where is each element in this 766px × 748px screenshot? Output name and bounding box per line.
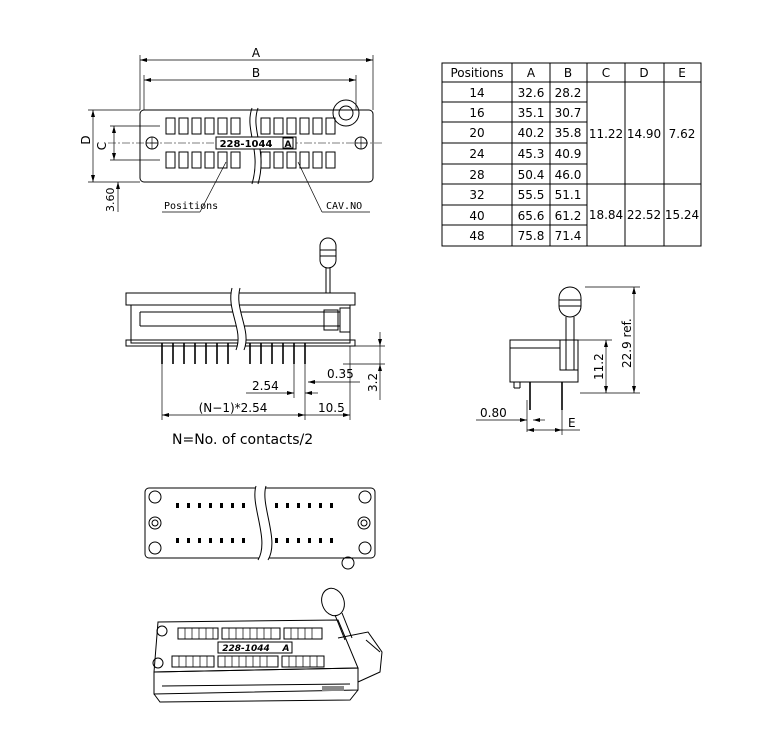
iso-part-marking: 228-1044 [222,644,270,654]
cell-b: 28.2 [555,86,582,100]
cell-e-group2: 15.24 [665,208,699,222]
dim-32-label: 3.2 [366,373,380,392]
note-contacts: N=No. of contacts/2 [172,432,313,448]
th-d: D [639,66,648,80]
dim-035-label: 0.35 [327,367,354,381]
dim-a-label: A [252,46,261,60]
cell-c-group2: 18.84 [589,208,623,222]
th-e: E [678,66,686,80]
bottom-pin-holes [176,503,333,543]
label-cavno: CAV.NO [326,201,362,212]
dim-d-label: D [79,135,93,144]
cell-pos: 14 [469,86,484,100]
cell-d-group2: 22.52 [627,208,661,222]
cell-a: 32.6 [518,86,545,100]
dim-112-label: 11.2 [592,353,606,380]
cell-a: 35.1 [518,106,545,120]
cell-pos: 28 [469,168,484,182]
th-c: C [602,66,610,80]
cell-b: 30.7 [555,106,582,120]
front-view: 3.2 0.35 2.54 (N−1)*2.54 10.5 N=No. of c… [125,237,385,448]
side-view: 22.9 ref. 11.2 0.80 E [476,286,640,435]
cell-a: 75.8 [518,229,545,243]
dim-254-label: 2.54 [252,379,279,393]
dim-b-label: B [252,66,260,80]
contact-row-upper [165,117,336,135]
bottom-view [144,485,376,570]
cell-b: 51.1 [555,188,582,202]
iso-view: 228-1044 A [152,587,383,703]
cell-a: 40.2 [518,126,545,140]
top-part-marking: 228-1044 [220,139,273,150]
cell-a: 45.3 [518,147,545,161]
dim-105-label: 10.5 [318,401,345,415]
dim-080-label: 0.80 [480,406,507,420]
cell-a: 50.4 [518,168,545,182]
cell-a: 55.5 [518,188,545,202]
th-b: B [564,66,572,80]
cell-b: 40.9 [555,147,582,161]
dim-229-label: 22.9 ref. [620,318,634,368]
iso-cav-marking: A [282,644,290,654]
top-cav-marking: A [285,140,292,150]
cell-c-group1: 11.22 [589,127,623,141]
iso-contact-row-upper [177,627,323,640]
th-a: A [527,66,536,80]
cell-b: 71.4 [555,229,582,243]
cell-pos: 16 [469,106,484,120]
cell-b: 35.8 [555,126,582,140]
top-body [139,109,374,183]
cell-pos: 40 [469,209,484,223]
dim-c-label: C [95,142,109,150]
cell-b: 46.0 [555,168,582,182]
dim-pitch-label: (N−1)*2.54 [199,401,268,415]
cell-pos: 20 [469,126,484,140]
contact-row-lower [165,151,336,169]
iso-contact-row-lower [171,655,325,668]
cell-b: 61.2 [555,209,582,223]
label-positions: Positions [164,201,218,212]
dim-360-label: 3.60 [104,188,117,213]
dim-e-label: E [568,416,576,430]
cell-pos: 24 [469,147,484,161]
top-view: A B [79,46,382,213]
dimensions-table: Positions A B C D E 14 32.6 28.2 16 35.1… [441,62,702,247]
th-positions: Positions [451,66,504,80]
front-pins [161,343,306,364]
cell-a: 65.6 [518,209,545,223]
cell-pos: 48 [469,229,484,243]
cell-pos: 32 [469,188,484,202]
cell-e-group1: 7.62 [669,127,696,141]
cell-d-group1: 14.90 [627,127,661,141]
